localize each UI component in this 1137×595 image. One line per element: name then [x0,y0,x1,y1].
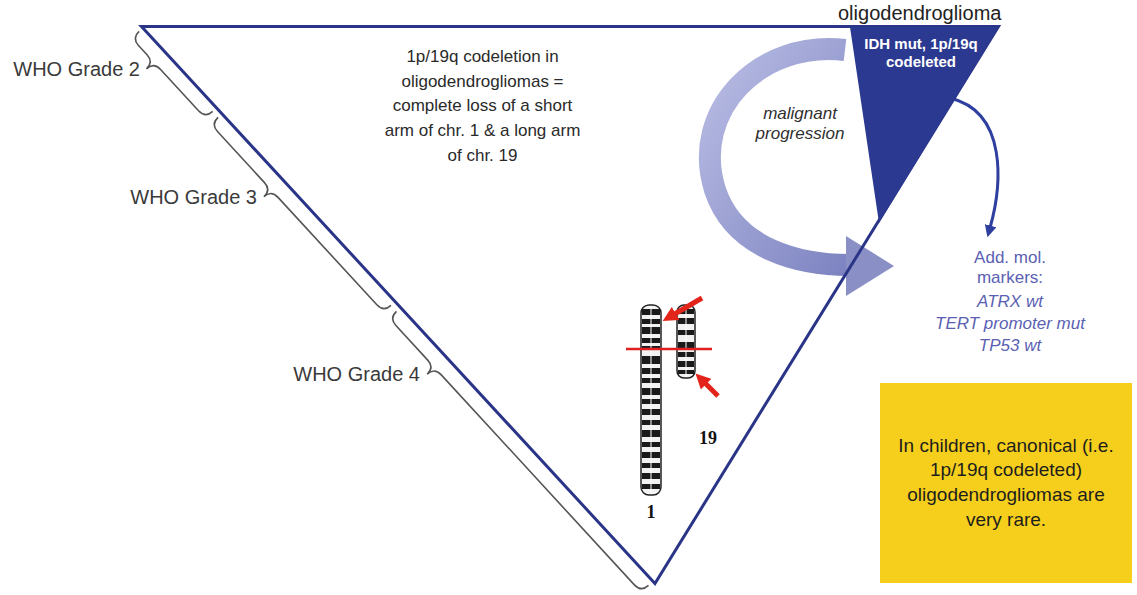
progression-arrow [710,49,850,265]
marker-arrow [950,98,998,228]
deletion-arrow [704,382,718,396]
chromosome-19 [677,305,695,378]
grade-triangle-shape [142,27,999,584]
tumor-type-triangle-shape [850,27,999,223]
note-box: In children, canonical (i.e. 1p/19q code… [880,383,1132,583]
tumor-type-triangle: oligodendrogliomaIDH mut, 1p/19q codelet… [850,27,1000,223]
chromosome-number: 1 [641,502,661,524]
definition-text: 1p/19q codeletion in oligodendrogliomas … [380,45,585,168]
grade-brace [382,311,649,595]
grade-brace [203,117,391,319]
deletion-breakpoint-line [626,348,712,351]
grade-braces [124,31,648,595]
progression-arrowhead [846,236,894,296]
molecular-definition: IDH mut, 1p/19q codeleted [862,35,980,71]
marker-heading: Add. mol. markers: [955,248,1065,289]
marker-item: ATRX wt [955,292,1065,312]
chromosome-number: 19 [699,428,717,450]
marker-item: TERT promoter mut [910,314,1110,334]
marker-item: TP53 wt [955,336,1065,356]
deletion-arrow [673,298,702,315]
grade-label: WHO Grade 3 [130,185,257,209]
grade-label: WHO Grade 2 [13,57,140,81]
note-text: In children, canonical (i.e. 1p/19q code… [898,434,1114,533]
grade-triangle: oligodendrogliomaIDH mut, 1p/19q codelet… [140,25,1000,585]
chromosome-1 [641,305,661,495]
arrow-label: malignant progression [750,104,850,145]
tumor-type-heading: oligodendroglioma [838,1,1001,25]
grade-label: WHO Grade 4 [293,362,420,386]
